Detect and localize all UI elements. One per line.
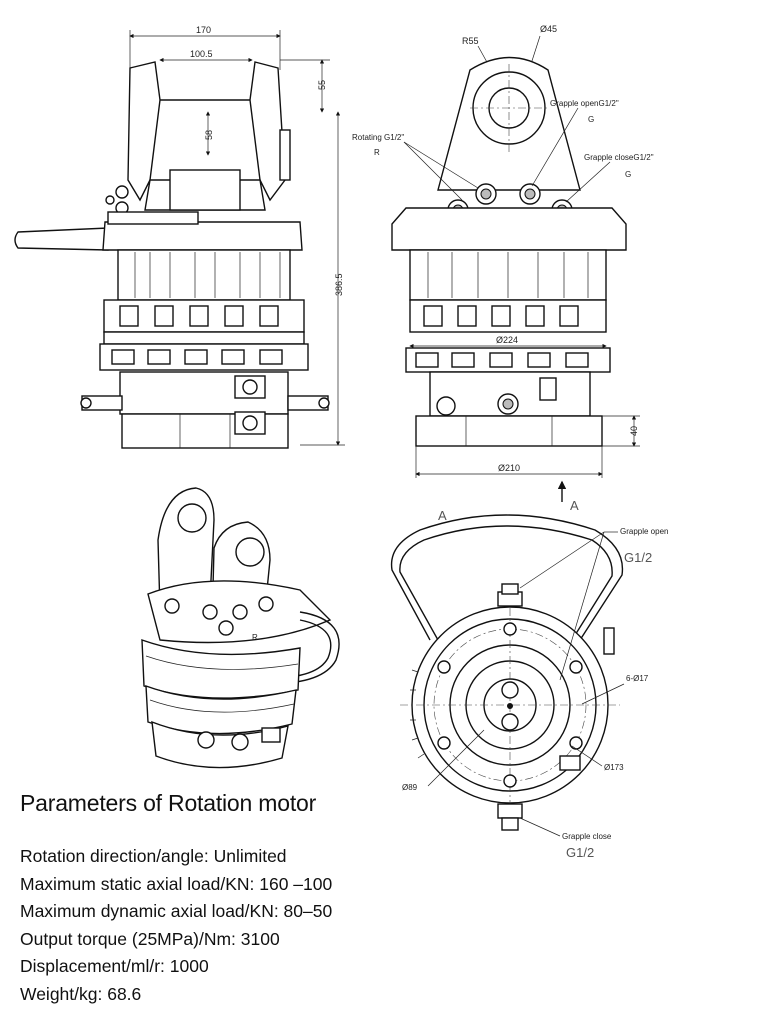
param-dynamic-load: Maximum dynamic axial load/KN: 80–50 <box>20 901 333 921</box>
iso-marking: R <box>252 633 258 642</box>
bottom-pcd: Ø173 <box>604 763 624 772</box>
bottom-holes: 6-Ø17 <box>626 674 649 683</box>
param-weight: Weight/kg: 68.6 <box>20 983 142 1004</box>
param-torque: Output torque (25MPa)/Nm: 3100 <box>20 928 280 949</box>
isometric-view: R <box>141 487 340 769</box>
dim-flange-diameter: Ø224 <box>496 335 518 345</box>
param-rotation: Rotation direction/angle: Unlimited <box>20 846 287 866</box>
bottom-port-size-bottom: G1/2 <box>566 845 594 860</box>
dim-pin-diameter: Ø45 <box>540 24 557 34</box>
rotating-symbol: R <box>374 148 380 157</box>
dim-inner-width: 100.5 <box>190 49 213 59</box>
bottom-grapple-close: Grapple close <box>562 832 612 841</box>
label-grapple-open-port: Grapple openG1/2" <box>550 99 619 108</box>
dim-top-height: 55 <box>317 80 327 90</box>
bottom-port-size-top: G1/2 <box>624 550 652 565</box>
front-view: R55 Ø45 Rotating G1/2" R Grapple openG1/… <box>352 24 654 513</box>
side-view: 170 100.5 55 58 386.5 <box>14 25 345 449</box>
grapple-close-symbol: G <box>625 170 631 179</box>
dim-radius-r55: R55 <box>462 36 479 46</box>
label-grapple-close-port: Grapple closeG1/2" <box>584 153 654 162</box>
dim-base-height: 40 <box>629 426 639 436</box>
dim-pin-height: 58 <box>204 130 214 140</box>
bottom-center-diameter: Ø89 <box>402 783 418 792</box>
param-displacement: Displacement/ml/r: 1000 <box>20 956 209 976</box>
parameters-panel: Parameters of Rotation motor Rotation di… <box>20 790 540 1008</box>
grapple-open-symbol: G <box>588 115 594 124</box>
bottom-view-label: A <box>438 508 447 523</box>
parameters-title: Parameters of Rotation motor <box>20 790 317 816</box>
bottom-grapple-open: Grapple open <box>620 527 668 536</box>
dim-width-170: 170 <box>196 25 211 35</box>
dim-total-height: 386.5 <box>334 273 344 296</box>
dim-base-diameter: Ø210 <box>498 463 520 473</box>
label-rotating-port: Rotating G1/2" <box>352 133 404 142</box>
view-arrow-a: A <box>570 498 579 513</box>
param-static-load: Maximum static axial load/KN: 160 –100 <box>20 873 333 894</box>
bottom-view: A Grapple open G1/2 6-Ø17 Ø17 <box>390 508 668 860</box>
